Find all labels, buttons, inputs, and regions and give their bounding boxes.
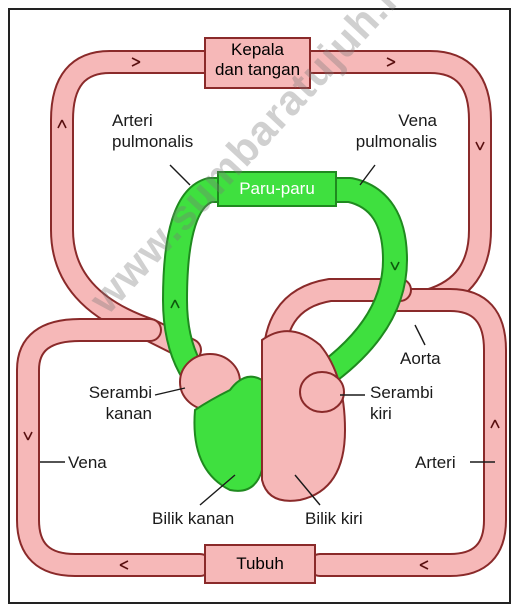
artery-label: Arteri [415, 452, 456, 473]
pulmonary-artery-line1: Arteri [112, 110, 193, 131]
left-ventricle-label: Bilik kiri [305, 508, 363, 529]
right-atrium-label: Serambi kanan [62, 382, 152, 424]
head-hands-label: Kepala dan tangan [205, 40, 310, 80]
left-atrium-label: Serambi kiri [370, 382, 433, 424]
pulmonary-vein-label: Vena pulmonalis [330, 110, 437, 152]
pulmonary-vein-line1: Vena [330, 110, 437, 131]
head-hands-line2: dan tangan [205, 60, 310, 80]
right-atrium-line2: kanan [62, 403, 152, 424]
pulmonary-artery-label: Arteri pulmonalis [112, 110, 193, 152]
pulmonary-vein-line2: pulmonalis [330, 131, 437, 152]
left-atrium-line2: kiri [370, 403, 433, 424]
left-atrium-line1: Serambi [370, 382, 433, 403]
head-hands-line1: Kepala [205, 40, 310, 60]
body-label: Tubuh [205, 554, 315, 574]
aorta-label: Aorta [400, 348, 441, 369]
pulmonary-artery-line2: pulmonalis [112, 131, 193, 152]
lungs-label: Paru-paru [218, 179, 336, 199]
left-atrium-shape [300, 372, 344, 412]
right-ventricle-label: Bilik kanan [152, 508, 234, 529]
vein-label: Vena [68, 452, 107, 473]
right-atrium-line1: Serambi [62, 382, 152, 403]
